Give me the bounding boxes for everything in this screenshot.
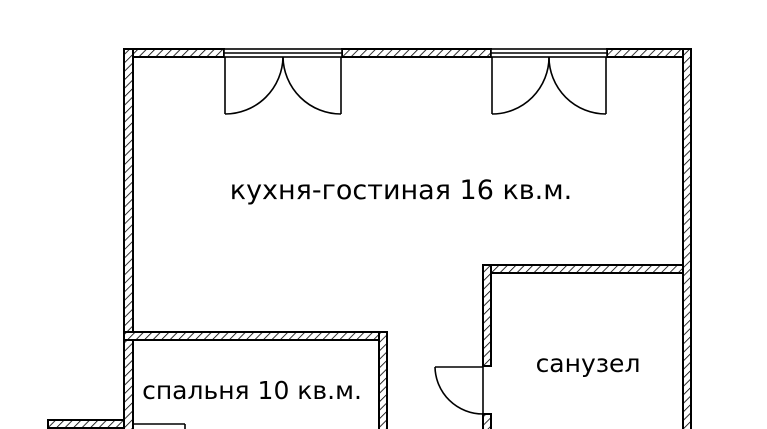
wall-bathroom-top xyxy=(482,264,684,274)
wall-bathroom-left-lower xyxy=(482,413,492,429)
wall-bottom-left-stub xyxy=(47,419,125,429)
wall-top-right xyxy=(606,48,692,58)
door-right xyxy=(491,56,607,115)
bathroom-label: санузел xyxy=(536,349,641,378)
wall-top-middle xyxy=(341,48,492,58)
bedroom-label: спальня 10 кв.м. xyxy=(142,376,362,405)
bathroom-door xyxy=(434,366,484,415)
wall-top-left xyxy=(123,48,225,58)
door-stub xyxy=(133,423,186,429)
windows xyxy=(223,48,608,58)
wall-right xyxy=(682,48,692,429)
living-room-label: кухня-гостиная 16 кв.м. xyxy=(230,175,572,206)
wall-bedroom-right xyxy=(378,331,388,429)
door-left xyxy=(224,56,342,115)
double-doors xyxy=(224,56,607,115)
wall-bathroom-left-upper xyxy=(482,264,492,367)
wall-left xyxy=(123,48,134,429)
wall-bedroom-top xyxy=(123,331,388,341)
interior-walls xyxy=(47,264,684,429)
